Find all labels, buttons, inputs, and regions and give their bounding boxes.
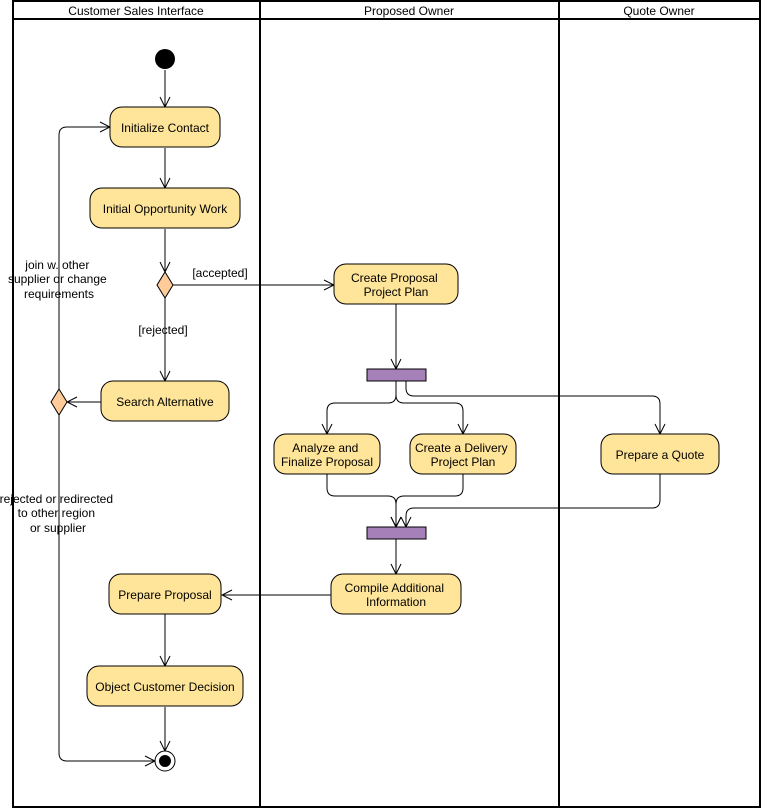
edge-loop-back [58,127,110,389]
action-label-line: Finalize Proposal [281,455,373,469]
action-prepare-quote[interactable]: Prepare a Quote [600,433,720,475]
action-compile-info[interactable]: Compile Additional Information [330,573,462,615]
lane-title-quote: Quote Owner [623,4,694,18]
final-node-inner [159,755,171,767]
action-label: Initial Opportunity Work [103,202,228,216]
fork-bar [366,368,427,382]
action-label: Create Proposal Project Plan [351,271,441,299]
swimlanes: Customer Sales Interface Proposed Owner … [12,0,761,808]
action-label: Object Customer Decision [95,680,234,694]
action-object-decision[interactable]: Object Customer Decision [86,665,244,707]
label-join-other: join w. other supplier or change require… [8,258,110,301]
action-label-line: Compile Additional [345,581,444,595]
label-join-other-line: requirements [24,287,94,301]
label-accepted: [accepted] [192,266,247,280]
action-create-delivery-plan[interactable]: Create a Delivery Project Plan [409,433,517,475]
lane-title-proposed: Proposed Owner [364,4,454,18]
action-analyze-finalize[interactable]: Analyze and Finalize Proposal [273,433,381,475]
control-nodes [50,49,427,772]
action-label: Compile Additional Information [345,581,448,609]
decision-node-accepted [156,271,174,299]
action-nodes: Initialize Contact Initial Opportunity W… [86,106,720,707]
edge-quote-to-join [406,474,661,527]
edge-fork-to-delivery [395,381,463,434]
lane-title-customer: Customer Sales Interface [68,4,204,18]
action-label-line: Create a Delivery [415,441,508,455]
action-label: Search Alternative [116,395,214,409]
edge-delivery-to-join [396,474,464,527]
label-redirected-line: rejected or redirected [0,492,113,506]
edge-fork-to-quote [405,381,660,434]
label-join-other-line: supplier or change [8,272,107,286]
action-label-line: Project Plan [364,285,429,299]
pool-border [12,0,761,808]
edge-labels: [accepted] [rejected] join w. other supp… [0,258,248,535]
action-search-alternative[interactable]: Search Alternative [100,380,230,422]
decision-node-loop [50,388,68,416]
action-label-line: Project Plan [431,455,496,469]
action-label: Analyze and Finalize Proposal [281,441,373,469]
action-label-line: Information [366,595,426,609]
label-redirected-line: to other region [18,506,95,520]
action-initial-opportunity-work[interactable]: Initial Opportunity Work [89,187,241,229]
edges [58,70,661,761]
label-rejected: [rejected] [138,323,187,337]
label-rejected-redirected: rejected or redirected to other region o… [0,492,116,535]
action-create-proposal-plan[interactable]: Create Proposal Project Plan [333,263,459,305]
join-bar [366,526,427,540]
edge-analyze-to-join [326,474,396,527]
action-label-line: Create Proposal [351,271,438,285]
action-label: Create a Delivery Project Plan [415,441,511,469]
edge-redirected-to-end [58,414,155,761]
action-initialize-contact[interactable]: Initialize Contact [109,106,221,148]
edge-fork-to-analyze [327,381,397,434]
label-join-other-line: join w. other [24,258,89,272]
action-label: Prepare a Quote [616,448,705,462]
action-label-line: Analyze and [292,441,358,455]
action-label: Prepare Proposal [118,588,211,602]
action-label: Initialize Contact [121,121,210,135]
action-prepare-proposal[interactable]: Prepare Proposal [108,573,222,615]
label-redirected-line: or supplier [30,521,86,535]
initial-node [155,49,175,69]
